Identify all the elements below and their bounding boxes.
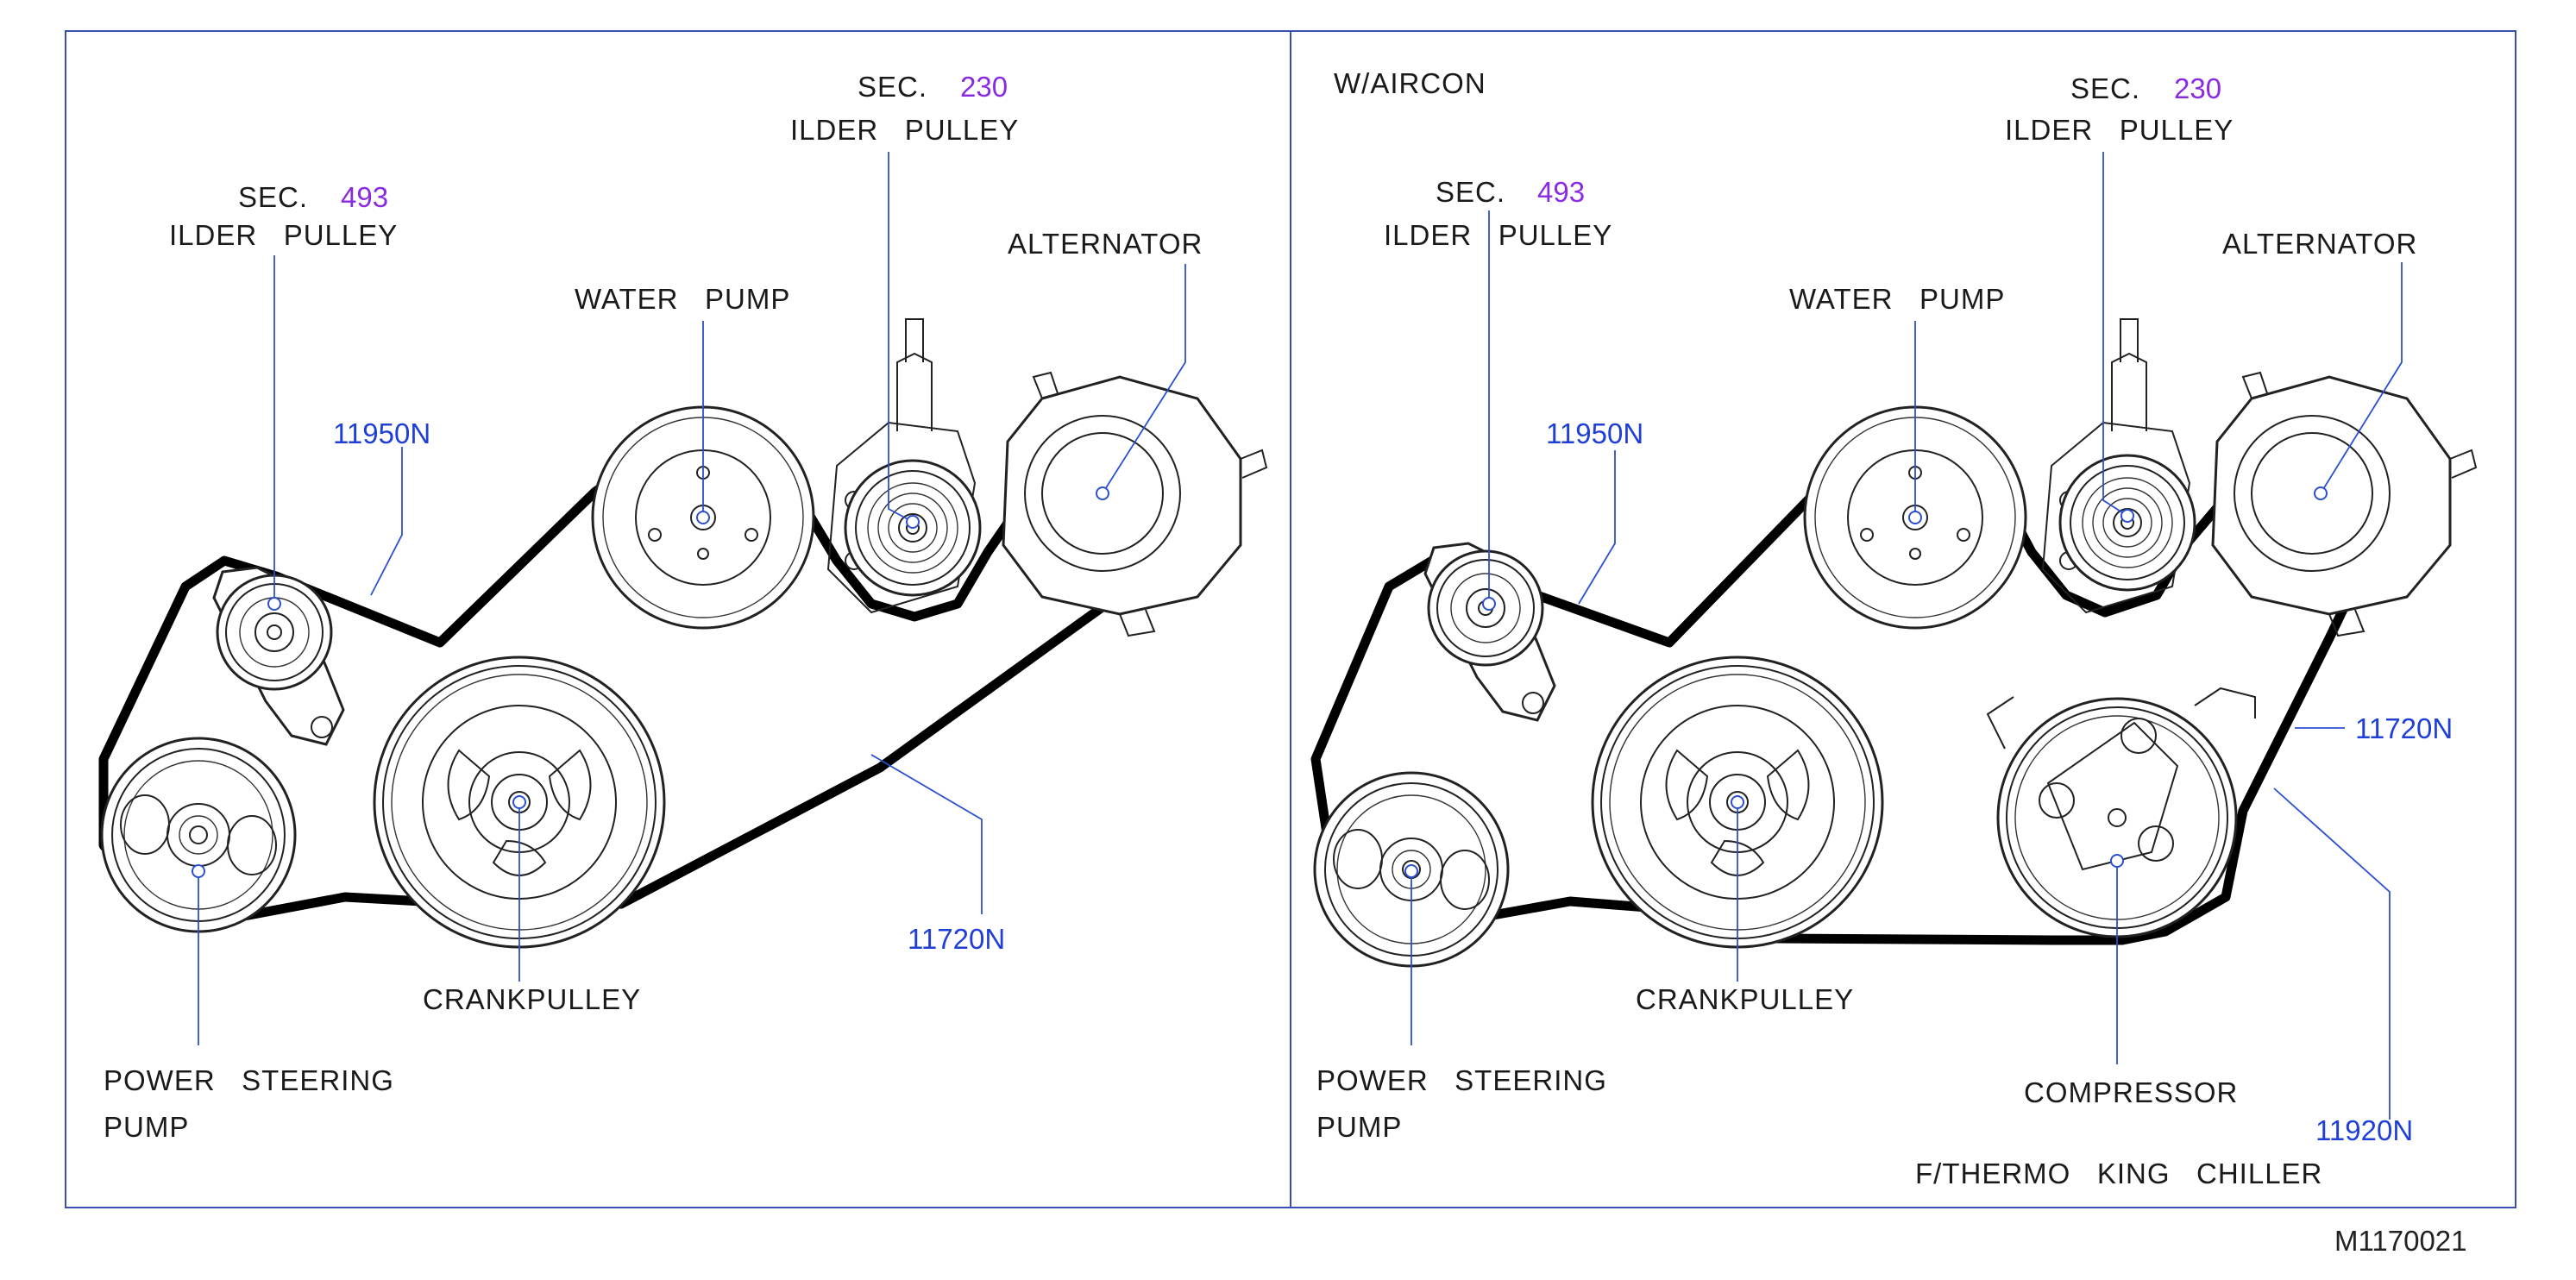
label-chiller: F/THERMO KING CHILLER bbox=[1915, 1158, 2322, 1189]
label-water-pump-aircon: WATER PUMP bbox=[1789, 283, 2005, 315]
alternator-drawing-aircon bbox=[2211, 371, 2478, 637]
part-number-11950n[interactable]: 11950N bbox=[333, 417, 430, 449]
label-idler-pulley-493: ILDER PULLEY bbox=[169, 219, 398, 251]
figure-id: M1170021 bbox=[2334, 1225, 2467, 1257]
label-crankpulley-aircon: CRANKPULLEY bbox=[1636, 983, 1854, 1015]
sec-number-493[interactable]: 493 bbox=[341, 181, 388, 213]
right-panel: W/AIRCON SEC. 493 ILDER PULLEY SE bbox=[1310, 67, 2478, 1189]
label-sec-493: SEC. bbox=[238, 181, 308, 213]
label-compressor: COMPRESSOR bbox=[2024, 1076, 2238, 1108]
part-number-11720n[interactable]: 11720N bbox=[908, 923, 1005, 955]
label-power-steering-aircon: POWER STEERING bbox=[1316, 1064, 1607, 1096]
label-pump-aircon: PUMP bbox=[1316, 1111, 1402, 1143]
label-alternator: ALTERNATOR bbox=[1008, 228, 1203, 260]
label-alternator-aircon: ALTERNATOR bbox=[2222, 228, 2417, 260]
label-idler-pulley-230-aircon: ILDER PULLEY bbox=[2005, 114, 2234, 146]
sec-number-230[interactable]: 230 bbox=[960, 71, 1008, 103]
label-power-steering: POWER STEERING bbox=[104, 1064, 394, 1096]
part-number-11720n-aircon[interactable]: 11720N bbox=[2355, 712, 2453, 744]
label-pump: PUMP bbox=[104, 1111, 189, 1143]
label-crankpulley: CRANKPULLEY bbox=[423, 983, 641, 1015]
label-idler-pulley-493-aircon: ILDER PULLEY bbox=[1384, 219, 1612, 251]
part-number-11950n-aircon[interactable]: 11950N bbox=[1546, 417, 1643, 449]
alternator-drawing bbox=[1002, 371, 1268, 637]
part-number-11920n[interactable]: 11920N bbox=[2315, 1114, 2413, 1146]
label-sec-230-aircon: SEC. bbox=[2070, 72, 2140, 104]
label-sec-230: SEC. bbox=[858, 71, 927, 103]
sec-number-230-aircon[interactable]: 230 bbox=[2174, 72, 2221, 104]
label-sec-493-aircon: SEC. bbox=[1436, 176, 1505, 208]
label-idler-pulley-230: ILDER PULLEY bbox=[790, 114, 1019, 146]
label-water-pump: WATER PUMP bbox=[575, 283, 790, 315]
tensioner-pulley-493-aircon bbox=[1423, 542, 1556, 722]
left-panel: SEC. 493 ILDER PULLEY SEC. 230 ILDER PUL… bbox=[98, 71, 1268, 1143]
label-w-aircon: W/AIRCON bbox=[1334, 67, 1486, 99]
sec-number-493-aircon[interactable]: 493 bbox=[1537, 176, 1585, 208]
